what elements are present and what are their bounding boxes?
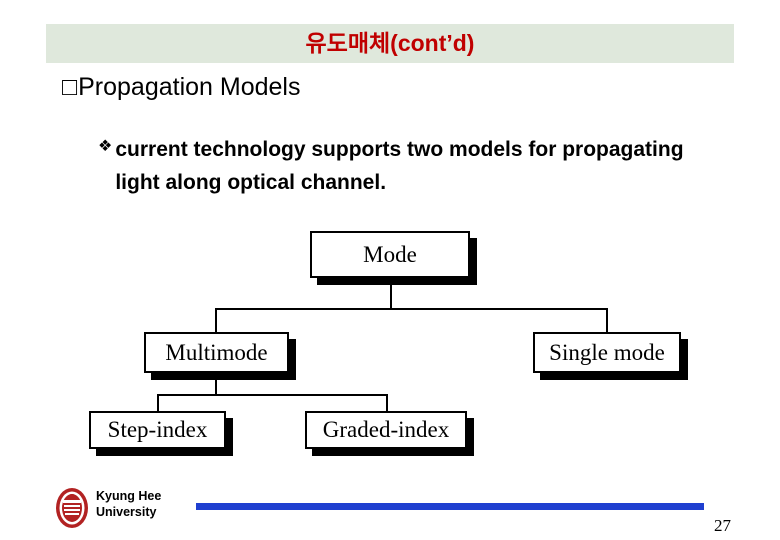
- propagation-models-diagram: Mode Multimode Single mode Step-index Gr…: [60, 215, 740, 465]
- diagram-node-mode-label: Mode: [363, 241, 417, 267]
- diagram-node-graded-index-label: Graded-index: [322, 417, 450, 442]
- footer-university-line1: Kyung Hee: [96, 489, 162, 503]
- diagram-node-single-mode-label: Single mode: [549, 339, 665, 365]
- page-number: 27: [714, 516, 731, 535]
- connector-to-graded-index: [386, 394, 388, 411]
- footer-university-line2: University: [96, 505, 157, 519]
- connector-level3-bar: [157, 394, 387, 396]
- square-bullet-icon: □: [62, 73, 78, 101]
- diamond-bullet-icon: ❖: [98, 138, 113, 155]
- connector-mode-stem: [390, 277, 392, 309]
- diagram-node-mode: Mode: [310, 231, 470, 278]
- diagram-node-multimode: Multimode: [144, 332, 289, 373]
- bullet-level-2-text: current technology supports two models f…: [115, 138, 684, 194]
- bullet-level-2: ❖ current technology supports two models…: [98, 133, 738, 199]
- diagram-node-graded-index: Graded-index: [305, 411, 467, 449]
- connector-to-multimode: [215, 308, 217, 332]
- footer-divider-rule: [196, 503, 704, 510]
- slide-title: 유도매체(cont’d): [305, 30, 475, 56]
- connector-to-step-index: [157, 394, 159, 411]
- bullet-level-1-text: Propagation Models: [78, 73, 301, 101]
- bullet-level-1: □ Propagation Models: [62, 73, 300, 102]
- diagram-node-step-index-label: Step-index: [107, 417, 208, 442]
- diagram-node-single-mode: Single mode: [533, 332, 681, 373]
- kyung-hee-university-logo-icon: [56, 488, 88, 528]
- diagram-node-step-index: Step-index: [89, 411, 226, 449]
- diagram-node-multimode-label: Multimode: [165, 339, 268, 365]
- connector-multimode-stem: [215, 373, 217, 395]
- slide-title-bar: 유도매체(cont’d): [46, 24, 734, 63]
- connector-to-single-mode: [606, 308, 608, 332]
- footer-university-name: Kyung Hee University: [96, 488, 161, 520]
- connector-level2-bar: [215, 308, 607, 310]
